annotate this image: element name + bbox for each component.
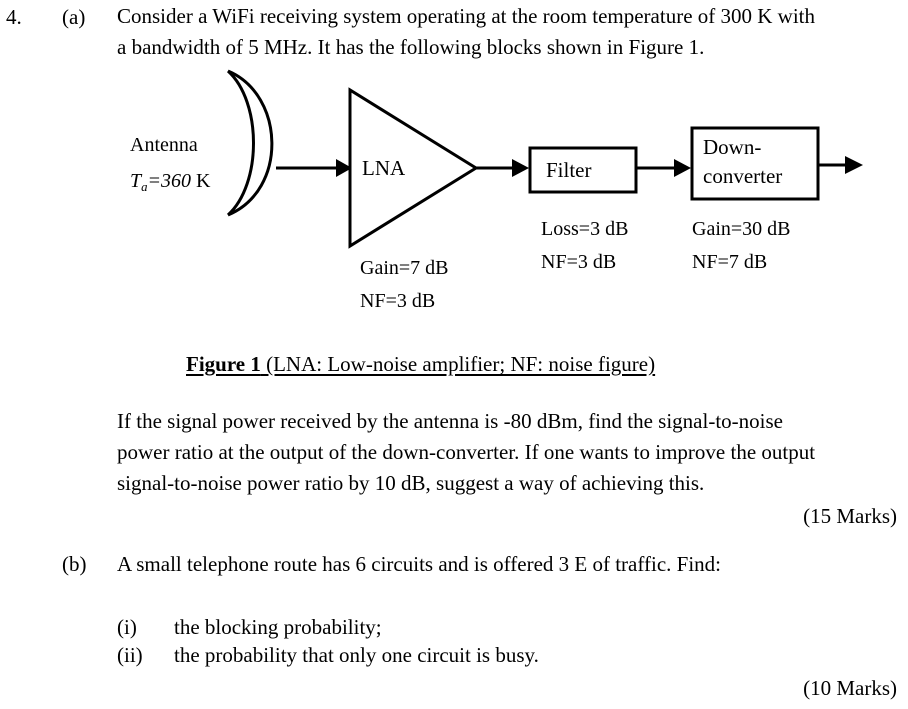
part-b-text: A small telephone route has 6 circuits a… <box>117 552 721 576</box>
figure-caption-bold: Figure 1 <box>186 352 261 376</box>
lna-triangle <box>348 87 479 249</box>
lna-spec-nf: NF=3 dB <box>360 290 436 312</box>
part-b-item-i-marker: (i) <box>117 615 137 639</box>
lna-spec-gain: Gain=7 dB <box>360 257 449 279</box>
antenna-reflector-inner <box>226 69 255 217</box>
part-b-label: (b) <box>62 552 87 576</box>
filter-block <box>528 146 638 194</box>
lna-to-filter-arrowhead <box>512 159 529 177</box>
part-b-item-ii-marker: (ii) <box>117 643 143 667</box>
filter-spec-nf-prefix: NF= <box>541 251 578 273</box>
figure-1-diagram: Antenna Ta=360 K LNA Gain=7 dB NF=3 dB F… <box>0 60 908 330</box>
filter-spec-loss-suffix: dB <box>600 218 629 240</box>
downconverter-spec-gain: Gain=30 dB <box>692 218 791 240</box>
figure-1-svg <box>226 69 863 249</box>
part-a-text-line1: Consider a WiFi receiving system operati… <box>117 4 816 28</box>
filter-spec-loss: Loss=3 dB <box>541 216 628 242</box>
downconverter-block-label-line1: Down- <box>703 135 762 159</box>
figure-caption-rest: (LNA: Low-noise amplifier; NF: noise fig… <box>260 352 656 376</box>
part-b-item-i-text: the blocking probability; <box>174 615 382 639</box>
question-number: 4. <box>6 5 22 29</box>
antenna-temp-subscript: a <box>141 179 148 194</box>
part-a-body-line1: If the signal power received by the ante… <box>117 409 783 433</box>
part-a-text-line2: a bandwidth of 5 MHz. It has the followi… <box>117 35 705 59</box>
part-b-item-ii-text: the probability that only one circuit is… <box>174 643 539 667</box>
part-a-body-line3: signal-to-noise power ratio by 10 dB, su… <box>117 471 705 495</box>
downconverter-block <box>690 126 820 201</box>
filter-spec-nf-suffix: dB <box>587 251 617 273</box>
antenna-to-lna-arrowhead <box>336 159 352 177</box>
part-a-marks: (15 Marks) <box>803 504 897 528</box>
antenna-temp-unit: K <box>191 170 211 192</box>
filter-block-label: Filter <box>546 158 592 182</box>
filter-spec-nf-value: 3 <box>577 251 588 273</box>
figure-caption: Figure 1 (LNA: Low-noise amplifier; NF: … <box>186 350 655 378</box>
part-a-body-line2: power ratio at the output of the down-co… <box>117 440 816 464</box>
part-a-label: (a) <box>62 5 86 29</box>
part-b-marks: (10 Marks) <box>803 676 897 700</box>
downconverter-spec-nf: NF=7 dB <box>692 251 768 273</box>
downconverter-output-arrowhead <box>845 156 863 174</box>
filter-spec-loss-prefix: Loss= <box>541 218 591 240</box>
antenna-label: Antenna <box>130 134 198 156</box>
downconverter-block-label-line2: converter <box>703 164 783 188</box>
filter-spec-loss-value: 3 <box>590 218 601 240</box>
filter-to-downconverter-arrowhead <box>674 159 691 177</box>
filter-spec-nf: NF=3 dB <box>541 249 616 275</box>
antenna-temp-value: =360 <box>147 170 192 192</box>
lna-block-label: LNA <box>362 156 406 180</box>
antenna-temperature-label: Ta=360 K <box>130 170 210 195</box>
antenna-temp-symbol: T <box>130 170 142 192</box>
